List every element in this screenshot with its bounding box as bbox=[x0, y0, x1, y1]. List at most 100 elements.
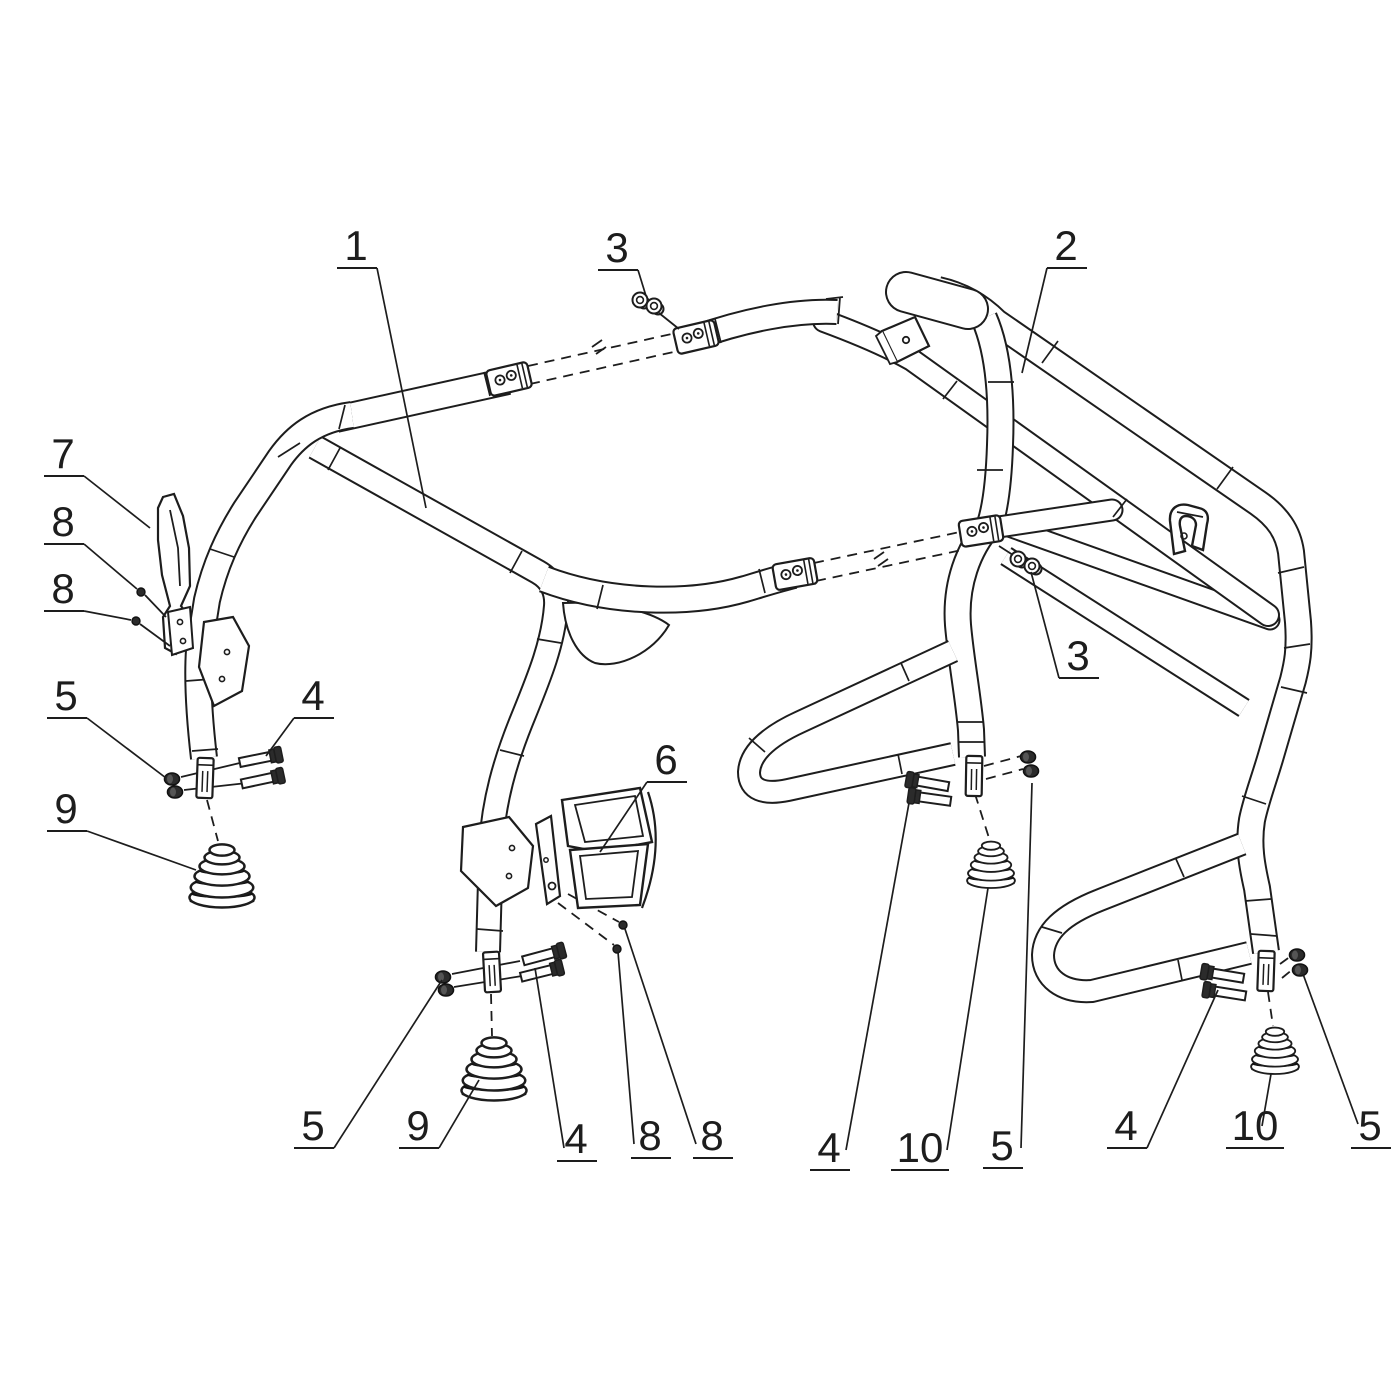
tube-clamp-a bbox=[484, 360, 534, 398]
bolts-left-foot bbox=[237, 745, 287, 793]
callout-3-1: 3 bbox=[598, 224, 647, 297]
callout-number: 7 bbox=[51, 430, 74, 477]
callout-number: 4 bbox=[817, 1124, 840, 1171]
callout-number: 10 bbox=[897, 1124, 944, 1171]
nuts-left-foot bbox=[163, 772, 184, 799]
farright-foot-clevis bbox=[1256, 949, 1276, 993]
callout-number: 1 bbox=[344, 222, 367, 269]
weld-rings bbox=[185, 318, 1311, 981]
callout-leader-line bbox=[1030, 571, 1060, 679]
left-gusset-plate bbox=[197, 615, 251, 708]
callout-leader-line bbox=[265, 717, 295, 757]
clamp-screws-top bbox=[631, 291, 680, 330]
callout-number: 5 bbox=[54, 672, 77, 719]
boot-9-left bbox=[188, 843, 256, 909]
callout-2-2: 2 bbox=[1021, 222, 1087, 374]
callout-leader-line bbox=[86, 830, 197, 871]
callout-leader-line bbox=[1020, 782, 1033, 1149]
clamp-screws-right bbox=[998, 545, 1043, 576]
right-grab-bar bbox=[1031, 832, 1252, 1004]
callout-leader-line bbox=[617, 951, 635, 1145]
rear-lower-rail-2 bbox=[1000, 547, 1250, 717]
boot-10-midright bbox=[966, 840, 1016, 889]
callout-4-13: 4 bbox=[534, 967, 597, 1162]
callout-7-3: 7 bbox=[44, 430, 151, 529]
nuts-midright-foot bbox=[1019, 750, 1040, 778]
callout-leader-line bbox=[599, 781, 648, 853]
callout-1-0: 1 bbox=[337, 222, 427, 509]
callout-number: 6 bbox=[654, 736, 677, 783]
callout-number: 4 bbox=[564, 1115, 587, 1162]
callout-5-21: 5 bbox=[1302, 973, 1391, 1149]
callout-number: 8 bbox=[700, 1112, 723, 1159]
top-cross-tube bbox=[332, 367, 512, 433]
callout-number: 2 bbox=[1054, 222, 1077, 269]
latch-assembly-6 bbox=[534, 786, 657, 910]
exploded-axis-lines bbox=[206, 332, 1294, 1037]
callout-6-9: 6 bbox=[599, 736, 687, 853]
hook-bracket bbox=[1168, 503, 1210, 556]
latch-bracket-7 bbox=[156, 492, 195, 657]
callout-leader-line bbox=[845, 802, 910, 1151]
left-foot-clevis bbox=[195, 756, 215, 800]
callout-number: 5 bbox=[301, 1102, 324, 1149]
callout-3-10: 3 bbox=[1030, 571, 1099, 679]
callout-leader-line bbox=[624, 928, 697, 1145]
center-foot-clevis bbox=[481, 950, 503, 994]
callout-number: 10 bbox=[1232, 1102, 1279, 1149]
callout-leader-line bbox=[376, 267, 427, 509]
callout-leader-line bbox=[1021, 267, 1048, 374]
callout-number: 5 bbox=[1358, 1102, 1381, 1149]
callout-number: 4 bbox=[1114, 1102, 1137, 1149]
rear-cage-section bbox=[692, 271, 1313, 1004]
callout-8-14: 8 bbox=[617, 951, 671, 1159]
left-grab-bar bbox=[737, 640, 959, 804]
callout-number: 4 bbox=[301, 672, 324, 719]
callout-leader-line bbox=[86, 717, 167, 779]
left-a-pillar bbox=[184, 401, 355, 760]
callout-8-15: 8 bbox=[624, 928, 733, 1159]
callout-number: 9 bbox=[406, 1102, 429, 1149]
nuts-farright-foot bbox=[1288, 948, 1309, 977]
callout-5-6: 5 bbox=[47, 672, 167, 779]
mid-cross-tube bbox=[539, 561, 798, 614]
tube-clamp-b bbox=[671, 318, 721, 356]
callout-9-12: 9 bbox=[399, 1079, 480, 1149]
boot-10-farright bbox=[1250, 1026, 1300, 1075]
callout-5-11: 5 bbox=[294, 979, 443, 1149]
rail-mount-plate bbox=[874, 315, 931, 366]
callout-leader-line bbox=[438, 1079, 480, 1149]
callout-leader-line bbox=[333, 979, 443, 1149]
callout-leader-line bbox=[637, 269, 647, 297]
rear-hoop-bend bbox=[885, 271, 989, 330]
callout-8-4: 8 bbox=[44, 498, 138, 590]
latch-screws-8-left bbox=[131, 587, 171, 647]
callout-4-19: 4 bbox=[1107, 989, 1219, 1149]
midright-foot-clevis bbox=[964, 754, 984, 798]
callout-8-5: 8 bbox=[44, 565, 132, 621]
callout-number: 3 bbox=[1066, 632, 1089, 679]
callout-leader-line bbox=[1261, 1073, 1272, 1127]
boot-9-center bbox=[460, 1036, 528, 1102]
rear-lower-rail-1 bbox=[995, 515, 1281, 631]
callout-leader-line bbox=[83, 610, 132, 621]
bolts-midright-foot bbox=[903, 770, 953, 811]
callout-number: 8 bbox=[638, 1112, 661, 1159]
callout-5-18: 5 bbox=[983, 782, 1033, 1169]
bolts-farright-foot bbox=[1198, 962, 1248, 1005]
callout-number: 5 bbox=[990, 1122, 1013, 1169]
callout-number: 8 bbox=[51, 565, 74, 612]
bolts-center-foot bbox=[518, 940, 568, 986]
callout-leader-line bbox=[83, 543, 138, 590]
callout-4-16: 4 bbox=[810, 802, 910, 1171]
callout-leader-line bbox=[1302, 973, 1359, 1125]
latch-screws-8-center bbox=[612, 920, 628, 954]
callout-9-8: 9 bbox=[47, 785, 197, 871]
rear-cross-stub bbox=[980, 498, 1124, 540]
callout-number: 8 bbox=[51, 498, 74, 545]
callout-10-20: 10 bbox=[1226, 1073, 1284, 1149]
callout-10-17: 10 bbox=[891, 887, 989, 1171]
